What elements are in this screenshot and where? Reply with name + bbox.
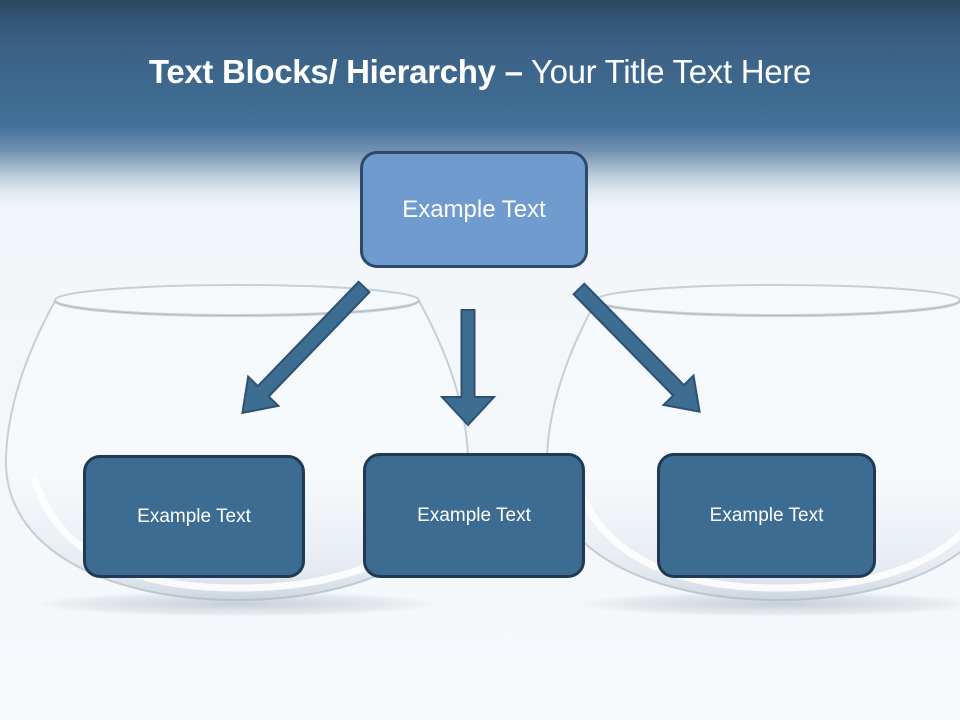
bowl-shadow [573,591,960,617]
slide-title-bold: Text Blocks/ Hierarchy – [148,53,523,90]
root-text-block-label: Example Text [402,195,546,223]
child-text-block-label: Example Text [417,504,531,526]
child-text-block-label: Example Text [709,504,824,526]
bowl-shadow [32,591,442,617]
child-text-block-1[interactable]: Example Text [83,455,305,578]
slide-title: Text Blocks/ Hierarchy – Your Title Text… [0,50,960,94]
child-text-block-2[interactable]: Example Text [363,453,585,578]
bowl-rim [54,284,420,316]
bowl-rim [595,284,960,316]
child-text-block-label: Example Text [137,505,251,527]
bowl-inner-highlight [572,476,960,592]
child-text-block-3[interactable]: Example Text [657,453,876,578]
slide-title-regular: Your Title Text Here [522,53,812,90]
root-text-block[interactable]: Example Text [360,151,588,268]
